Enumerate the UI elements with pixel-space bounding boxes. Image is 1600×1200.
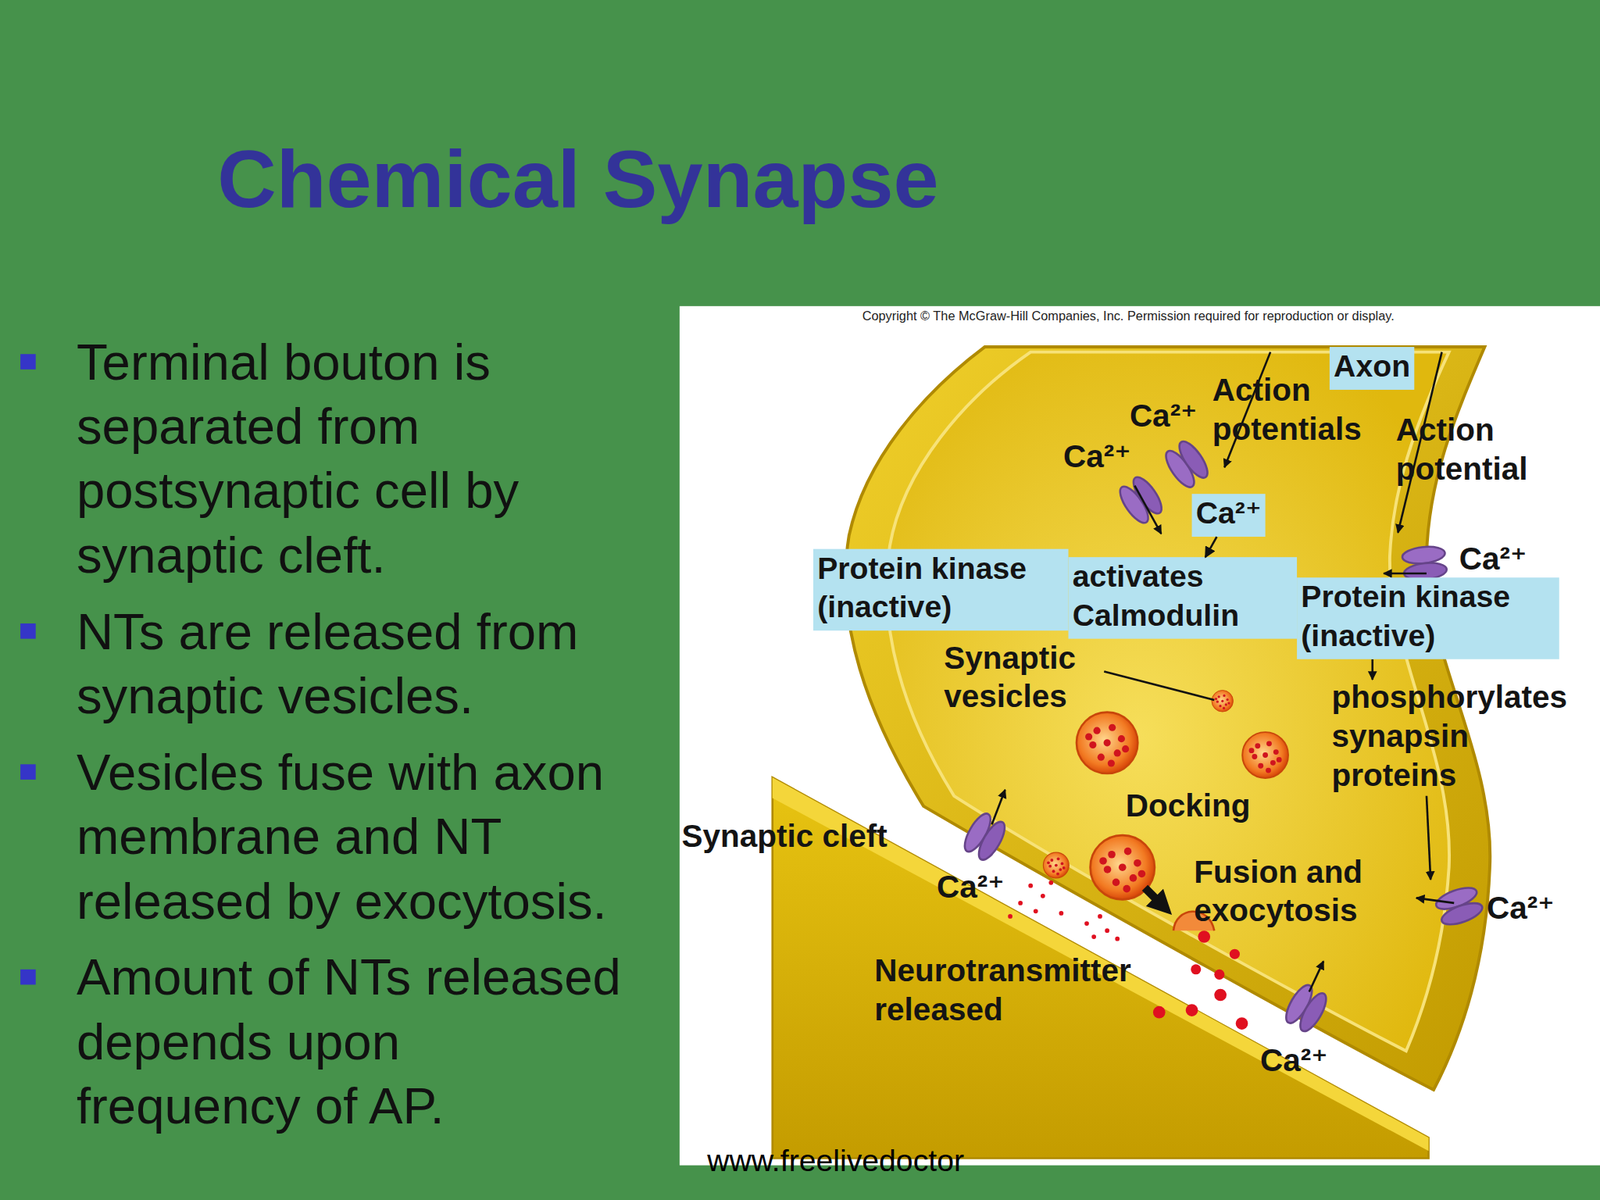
bullet-item: Vesicles fuse with axon membrane and NT … [0, 740, 633, 934]
nt-dot [1091, 934, 1097, 940]
axon-terminal [845, 346, 1490, 1090]
leader-arrow [1426, 796, 1431, 880]
ion-box: Ca²⁺ [1192, 493, 1266, 537]
ion-flow-arrow [1416, 897, 1454, 904]
ion-label: Ca²⁺ [1129, 396, 1198, 436]
nt-dot [1097, 914, 1103, 919]
bullet-marker [20, 764, 36, 780]
nt-dot [1185, 1003, 1199, 1017]
nt-dot [1114, 936, 1120, 942]
bullet-marker [20, 623, 36, 640]
enzyme-box: Protein kinase (inactive) [1296, 577, 1560, 659]
ion-flow-arrow [1383, 572, 1427, 575]
vesicle [1042, 852, 1069, 879]
calcium-channel [1281, 981, 1332, 1035]
nt-dot [1104, 928, 1110, 933]
leader-arrow [1224, 352, 1271, 468]
ion-flow-arrow [1134, 485, 1161, 534]
bullet-item: Terminal bouton is separated from postsy… [0, 330, 633, 588]
process-label: phosphorylates synapsin proteins [1331, 678, 1579, 796]
bullet-text: Terminal bouton is separated from postsy… [76, 330, 633, 588]
nt-dot [1058, 910, 1064, 916]
nt-dot [1033, 908, 1039, 914]
nt-dot [1214, 969, 1225, 980]
ion-flow-arrow [992, 789, 1006, 825]
enzyme-box: Protein kinase (inactive) [813, 549, 1069, 631]
leader-arrow [1371, 659, 1374, 680]
connector-arrow [1205, 536, 1218, 558]
terminal-bouton [845, 346, 1490, 1090]
nt-dot [1007, 914, 1013, 919]
watermark: www.freelivedoctor [707, 1143, 965, 1179]
box-text: Protein kinase (inactive) [817, 549, 1065, 627]
part-label: Synaptic cleft [681, 817, 887, 857]
box-text: Ca²⁺ [1196, 493, 1262, 533]
ion-label: Ca²⁺ [1063, 437, 1132, 477]
docking-arrow [1144, 887, 1164, 907]
bullet-text: Vesicles fuse with axon membrane and NT … [76, 740, 633, 934]
ion-flow-arrow [1309, 960, 1324, 992]
process-box: activates Calmodulin [1068, 557, 1298, 639]
nt-dot [1048, 880, 1054, 886]
nt-dot [1028, 883, 1033, 889]
bullet-item: NTs are released from synaptic vesicles. [0, 600, 633, 729]
nt-dot [1084, 921, 1090, 926]
box-text: Protein kinase (inactive) [1300, 577, 1555, 655]
bullet-text: Amount of NTs released depends upon freq… [76, 946, 633, 1140]
process-label: Fusion and exocytosis [1193, 853, 1372, 931]
nt-dot [1153, 1006, 1166, 1019]
ion-label: Ca²⁺ [1260, 1042, 1329, 1082]
bullet-marker [20, 353, 36, 370]
nt-dot [1040, 893, 1046, 899]
part-label: Synaptic vesicles [943, 639, 1086, 717]
process-label: Docking [1125, 786, 1251, 826]
nt-dot [1235, 1017, 1249, 1030]
box-text: activates Calmodulin [1072, 557, 1293, 635]
nt-dot [1214, 989, 1227, 1002]
vesicle [1211, 690, 1233, 712]
bullet-text: NTs are released from synaptic vesicles. [76, 600, 633, 729]
calcium-channel [960, 810, 1011, 864]
nt-dot [1017, 900, 1023, 906]
copyright-notice: Copyright © The McGraw-Hill Companies, I… [862, 307, 1395, 325]
vesicle [1242, 732, 1289, 779]
figure-panel [679, 306, 1600, 1166]
calcium-channel [1160, 437, 1213, 492]
bullet-list: Terminal bouton is separated from postsy… [0, 330, 633, 1151]
process-label: Neurotransmitter released [874, 952, 1153, 1030]
ion-label: Ca²⁺ [936, 868, 1005, 908]
calcium-channel [1114, 473, 1167, 528]
label-box: Axon [1329, 346, 1415, 390]
box-text: Axon [1333, 346, 1411, 386]
calcium-channel [1433, 883, 1486, 929]
slide-title: Chemical Synapse [217, 139, 939, 221]
bullet-item: Amount of NTs released depends upon freq… [0, 946, 633, 1140]
nt-dot [1197, 930, 1211, 943]
nt-dot [1190, 964, 1201, 975]
nt-dot [1229, 949, 1240, 960]
ion-label: Ca²⁺ [1459, 539, 1528, 579]
vesicle [1076, 712, 1138, 774]
signal-label: Action potential [1396, 410, 1539, 489]
calcium-channel [1401, 544, 1448, 582]
leader-line [1103, 671, 1215, 700]
bullet-marker [20, 969, 36, 986]
ion-label: Ca²⁺ [1486, 889, 1555, 929]
